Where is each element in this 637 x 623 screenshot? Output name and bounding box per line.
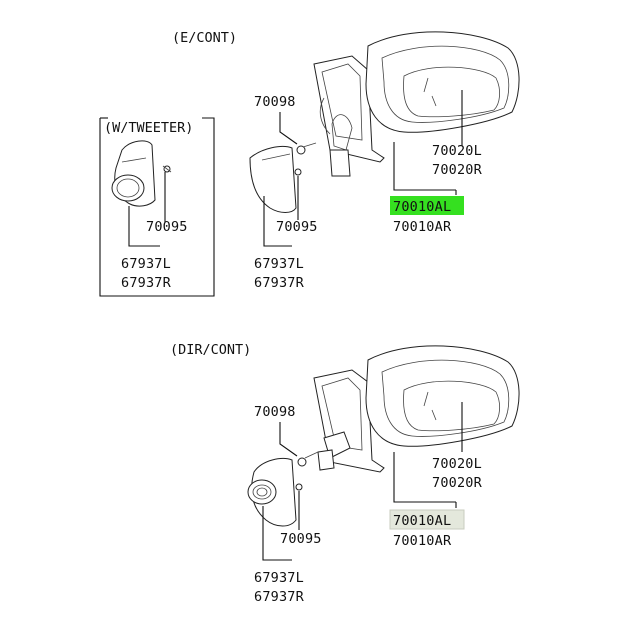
mirror-assembly-illustration-top (313, 31, 520, 177)
label-70020r-top: 70020R (432, 162, 483, 178)
tweeter-cover-illustration-bottom (247, 451, 319, 527)
corner-cover-illustration-top (249, 142, 317, 213)
tweeter-cover-illustration (111, 140, 172, 207)
label-70010al-bottom[interactable]: 70010AL (393, 513, 451, 529)
highlight-70010al-bottom (389, 509, 465, 530)
label-67937l-top-mid: 67937L (254, 256, 304, 272)
label-70095-top-left: 70095 (146, 219, 188, 235)
tweeter-box-label: (W/TWEETER) (104, 120, 193, 136)
label-70020r-bottom: 70020R (432, 475, 483, 491)
label-70020l-top: 70020L (432, 143, 482, 159)
label-67937l-bottom: 67937L (254, 570, 304, 586)
label-70010ar-bottom: 70010AR (393, 533, 452, 549)
section-header-econt: (E/CONT) (172, 30, 237, 46)
label-70095-top-mid: 70095 (276, 219, 318, 235)
label-67937r-top-left: 67937R (121, 275, 172, 291)
label-70020l-bottom: 70020L (432, 456, 482, 472)
section-header-dircont: (DIR/CONT) (170, 342, 251, 358)
label-70098-top: 70098 (254, 94, 296, 110)
label-70098-bottom: 70098 (254, 404, 296, 420)
tweeter-box: (W/TWEETER) (99, 117, 215, 297)
label-67937l-top-left: 67937L (121, 256, 171, 272)
highlight-70010al-top (390, 196, 464, 215)
label-70010al-top[interactable]: 70010AL (393, 199, 451, 215)
label-67937r-bottom: 67937R (254, 589, 305, 605)
label-67937r-top-mid: 67937R (254, 275, 305, 291)
label-70095-bottom: 70095 (280, 531, 322, 547)
label-70010ar-top: 70010AR (393, 219, 452, 235)
mirror-assembly-illustration-bottom (313, 345, 520, 473)
